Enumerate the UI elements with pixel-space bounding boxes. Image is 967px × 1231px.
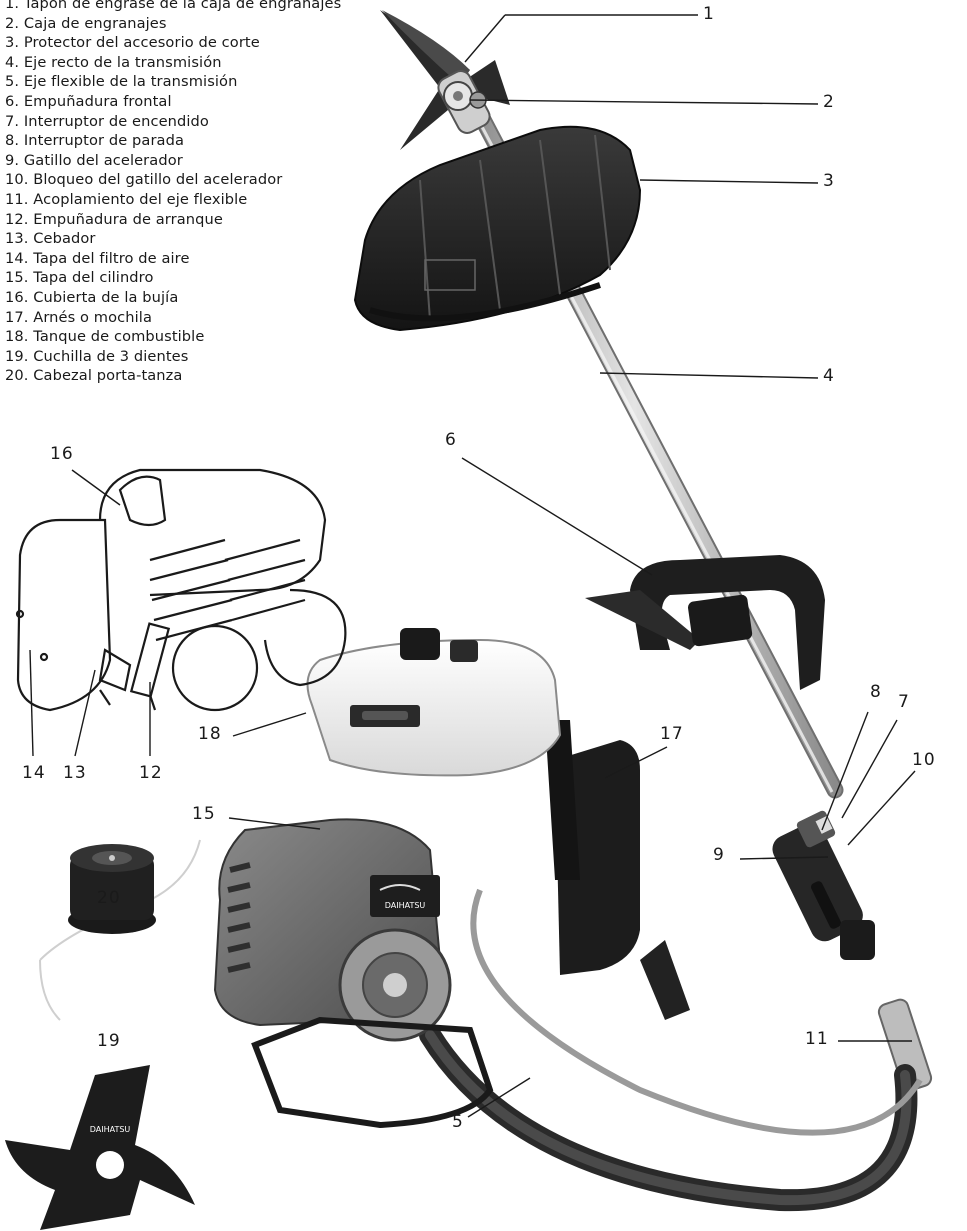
parts-list-item: 14. Tapa del filtro de aire (5, 249, 190, 267)
callout-10: 10 (912, 750, 936, 770)
parts-list-item: 11. Acoplamiento del eje flexible (5, 190, 248, 208)
parts-list-item: 8. Interruptor de parada (5, 132, 184, 150)
blade-brand-text: DAIHATSU (90, 1125, 131, 1134)
callout-8: 8 (870, 682, 882, 702)
fuel-tank (306, 628, 562, 777)
callout-16: 16 (50, 444, 74, 464)
flexible-shaft (419, 888, 923, 1212)
parts-list-item: 1. Tapón de engrase de la caja de engran… (5, 0, 342, 12)
callout-9: 9 (713, 845, 725, 865)
rear-grip (772, 810, 875, 960)
parts-list-item: 6. Empuñadura frontal (5, 92, 172, 110)
callout-18: 18 (198, 724, 222, 744)
callout-17: 17 (660, 724, 684, 744)
callout-13: 13 (63, 763, 87, 783)
parts-list-item: 17. Arnés o mochila (5, 308, 152, 326)
engine-brand-text: DAIHATSU (385, 901, 426, 910)
parts-list-item: 16. Cubierta de la bujía (5, 288, 179, 306)
parts-list-item: 18. Tanque de combustible (5, 328, 205, 346)
parts-list-item: 2. Caja de engranajes (5, 14, 167, 32)
parts-list: 1. Tapón de engrase de la caja de engran… (5, 0, 341, 386)
callout-3: 3 (823, 171, 835, 191)
callout-20: 20 (97, 888, 121, 908)
gearbox (437, 70, 491, 134)
callout-12: 12 (139, 763, 163, 783)
parts-list-item: 19. Cuchilla de 3 dientes (5, 347, 189, 365)
parts-list-item: 12. Empuñadura de arranque (5, 210, 223, 228)
callout-7: 7 (898, 692, 910, 712)
callout-2: 2 (823, 92, 835, 112)
parts-list-item: 10. Bloqueo del gatillo del acelerador (5, 171, 283, 189)
flexible-coupling (877, 998, 933, 1092)
callout-4: 4 (823, 366, 835, 386)
parts-list-item: 13. Cebador (5, 230, 96, 248)
callout-1: 1 (703, 4, 715, 24)
callout-14: 14 (22, 763, 46, 783)
three-tooth-blade: DAIHATSU (5, 1065, 195, 1230)
parts-list-item: 15. Tapa del cilindro (5, 269, 154, 287)
callout-5: 5 (452, 1112, 464, 1132)
engine-closeup-drawing (15, 468, 347, 712)
callout-6: 6 (445, 430, 457, 450)
cutting-guard (353, 125, 642, 332)
parts-list-item: 9. Gatillo del acelerador (5, 151, 183, 169)
parts-list-item: 7. Interruptor de encendido (5, 112, 209, 130)
parts-list-item: 20. Cabezal porta-tanza (5, 367, 183, 385)
callout-11: 11 (805, 1029, 829, 1049)
parts-list-item: 4. Eje recto de la transmisión (5, 53, 222, 71)
parts-list-item: 5. Eje flexible de la transmisión (5, 73, 238, 91)
parts-list-item: 3. Protector del accesorio de corte (5, 34, 260, 52)
leader-lines (29, 14, 916, 1118)
engine: DAIHATSU (213, 818, 494, 1129)
front-handle (585, 555, 825, 690)
backpack-harness (545, 720, 690, 1020)
callout-15: 15 (192, 804, 216, 824)
callout-19: 19 (97, 1031, 121, 1051)
trimmer-head (39, 839, 201, 1021)
